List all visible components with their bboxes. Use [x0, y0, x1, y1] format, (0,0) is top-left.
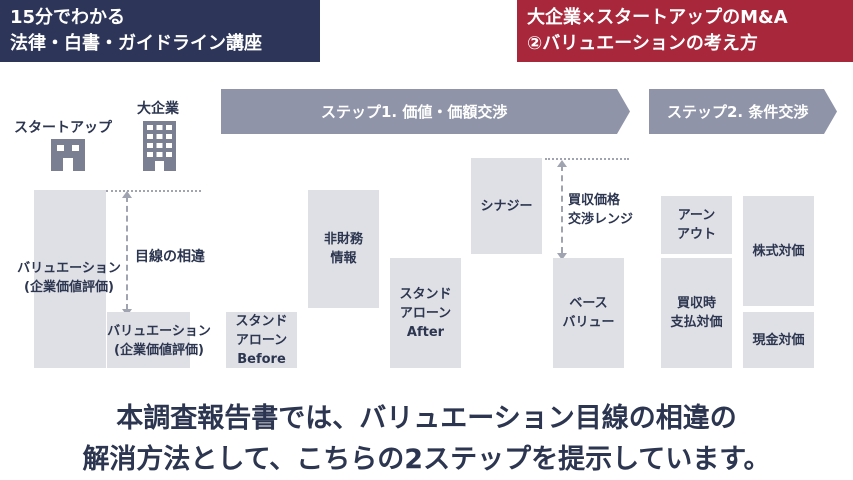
bottom-text-line2: 解消方法として、こちらの2ステップを提示しています。 [82, 444, 771, 475]
big-valuation-block [107, 312, 190, 368]
step1-label: ステップ1. 価値・価額交渉 [321, 103, 508, 121]
standalone-after-block: スタンド アローン After [390, 258, 461, 368]
range-arrow-line [561, 165, 563, 253]
startup-valuation-top-line [106, 190, 201, 192]
earnout-block: アーン アウト [661, 196, 732, 254]
step2-label: ステップ2. 条件交渉 [667, 103, 809, 121]
purchase-payment-block: 買収時 支払対価 [661, 258, 732, 368]
range-label: 買収価格 交渉レンジ [568, 193, 634, 227]
standalone-before-block: スタンド アローン Before [226, 312, 297, 368]
range-arrow-down-icon [557, 253, 567, 260]
header-left-line2: 法律・白書・ガイドライン講座 [10, 33, 262, 54]
header-right-line1: 大企業×スタートアップのM&A [527, 7, 788, 28]
step2-arrow: ステップ2. 条件交渉 [649, 89, 837, 134]
step1-arrow: ステップ1. 価値・価額交渉 [221, 89, 630, 134]
big-valuation-text: バリュエーション (企業価値評価) [107, 324, 211, 358]
range-top-line [545, 158, 629, 160]
synergy-block: シナジー [471, 158, 542, 254]
startup-label: スタートアップ [14, 120, 112, 136]
big-company-building-icon [143, 121, 176, 171]
bottom-text-line1: 本調査報告書では、バリュエーション目線の相違の [116, 403, 737, 434]
gap-label: 目線の相違 [135, 249, 205, 265]
header-right-line2: ②バリュエーションの考え方 [527, 33, 758, 54]
stock-payment-block: 株式対価 [743, 196, 814, 306]
base-value-block: ベース バリュー [553, 258, 624, 368]
nonfinancial-block: 非財務 情報 [308, 190, 379, 308]
startup-valuation-text: バリュエーション (企業価値評価) [17, 261, 121, 295]
gap-arrow-line [126, 196, 128, 310]
header-left-line1: 15分でわかる [10, 7, 126, 28]
range-arrow-up-icon [557, 160, 567, 167]
header-right-box: 大企業×スタートアップのM&A ②バリュエーションの考え方 [517, 0, 853, 62]
header-left-box: 15分でわかる 法律・白書・ガイドライン講座 [0, 0, 320, 62]
startup-building-icon [51, 139, 85, 171]
gap-arrow-up-icon [122, 191, 132, 198]
cash-payment-block: 現金対価 [743, 312, 814, 368]
startup-valuation-block [34, 190, 106, 368]
big-company-label: 大企業 [137, 101, 179, 117]
